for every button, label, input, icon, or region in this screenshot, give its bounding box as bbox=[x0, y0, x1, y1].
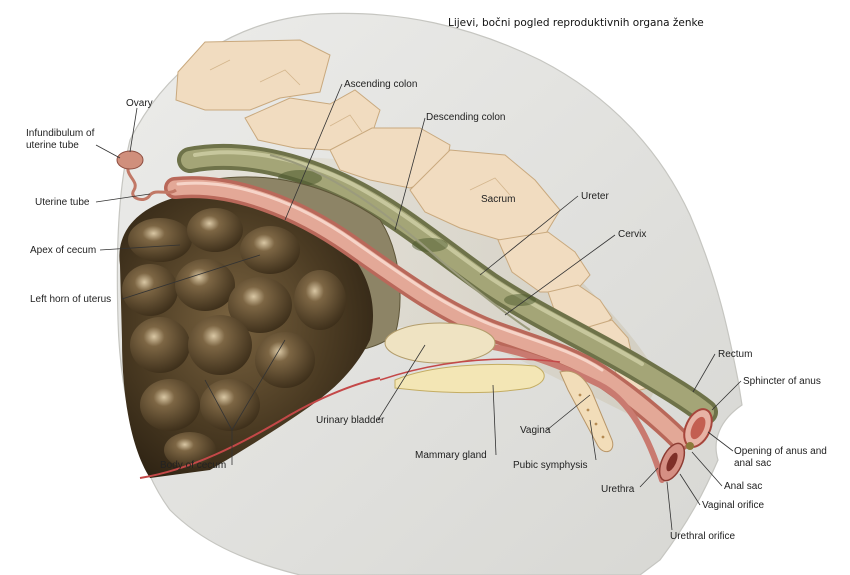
leader-lines bbox=[95, 83, 742, 531]
label-apex-of-cecum: Apex of cecum bbox=[30, 245, 97, 256]
label-rectum: Rectum bbox=[718, 349, 753, 360]
pubic-symphysis-shape bbox=[559, 370, 614, 453]
label-ovary: Ovary bbox=[126, 98, 153, 109]
label-left-horn-of-uterus: Left horn of uterus bbox=[30, 294, 112, 305]
label-opening-line1: Opening of anus and bbox=[734, 446, 827, 457]
label-pubic-symphysis: Pubic symphysis bbox=[513, 460, 588, 471]
label-infundibulum-line1: Infundibulum of bbox=[26, 128, 95, 139]
cecum-ventral-edge bbox=[139, 377, 381, 479]
label-cervix: Cervix bbox=[618, 229, 647, 240]
uterine-tube-shape bbox=[126, 162, 177, 201]
urethra-shape bbox=[477, 342, 665, 483]
label-urethral-orifice: Urethral orifice bbox=[670, 531, 736, 542]
ventral-line bbox=[379, 358, 561, 381]
label-sphincter-of-anus: Sphincter of anus bbox=[743, 376, 821, 387]
label-ascending-colon: Ascending colon bbox=[344, 79, 418, 90]
label-uterine-tube: Uterine tube bbox=[35, 197, 90, 208]
label-descending-colon: Descending colon bbox=[426, 112, 506, 123]
label-sacrum: Sacrum bbox=[481, 194, 516, 205]
mammary-gland-shape bbox=[394, 363, 545, 394]
label-vagina: Vagina bbox=[520, 425, 551, 436]
urinary-bladder-shape bbox=[384, 322, 496, 364]
label-opening-line2: anal sac bbox=[734, 458, 772, 469]
ovary-shape bbox=[116, 150, 144, 170]
label-ureter: Ureter bbox=[581, 191, 609, 202]
label-infundibulum-line2: uterine tube bbox=[26, 140, 79, 151]
label-urinary-bladder: Urinary bladder bbox=[316, 415, 385, 426]
label-anal-sac: Anal sac bbox=[724, 481, 763, 492]
uterus-shape bbox=[164, 176, 691, 451]
label-vaginal-orifice: Vaginal orifice bbox=[702, 500, 765, 511]
label-urethra: Urethra bbox=[601, 484, 635, 495]
anal-region bbox=[658, 408, 713, 482]
ureter-shape bbox=[269, 154, 531, 331]
label-mammary-gland: Mammary gland bbox=[415, 450, 487, 461]
diagram-title: Lijevi, bočni pogled reproduktivnih orga… bbox=[448, 17, 704, 29]
label-body-of-cecum: Body of cecum bbox=[160, 460, 227, 471]
pubic-symphysis-dots bbox=[578, 393, 605, 439]
sacrum-texture bbox=[209, 59, 511, 196]
cecum-lobes bbox=[122, 208, 346, 468]
